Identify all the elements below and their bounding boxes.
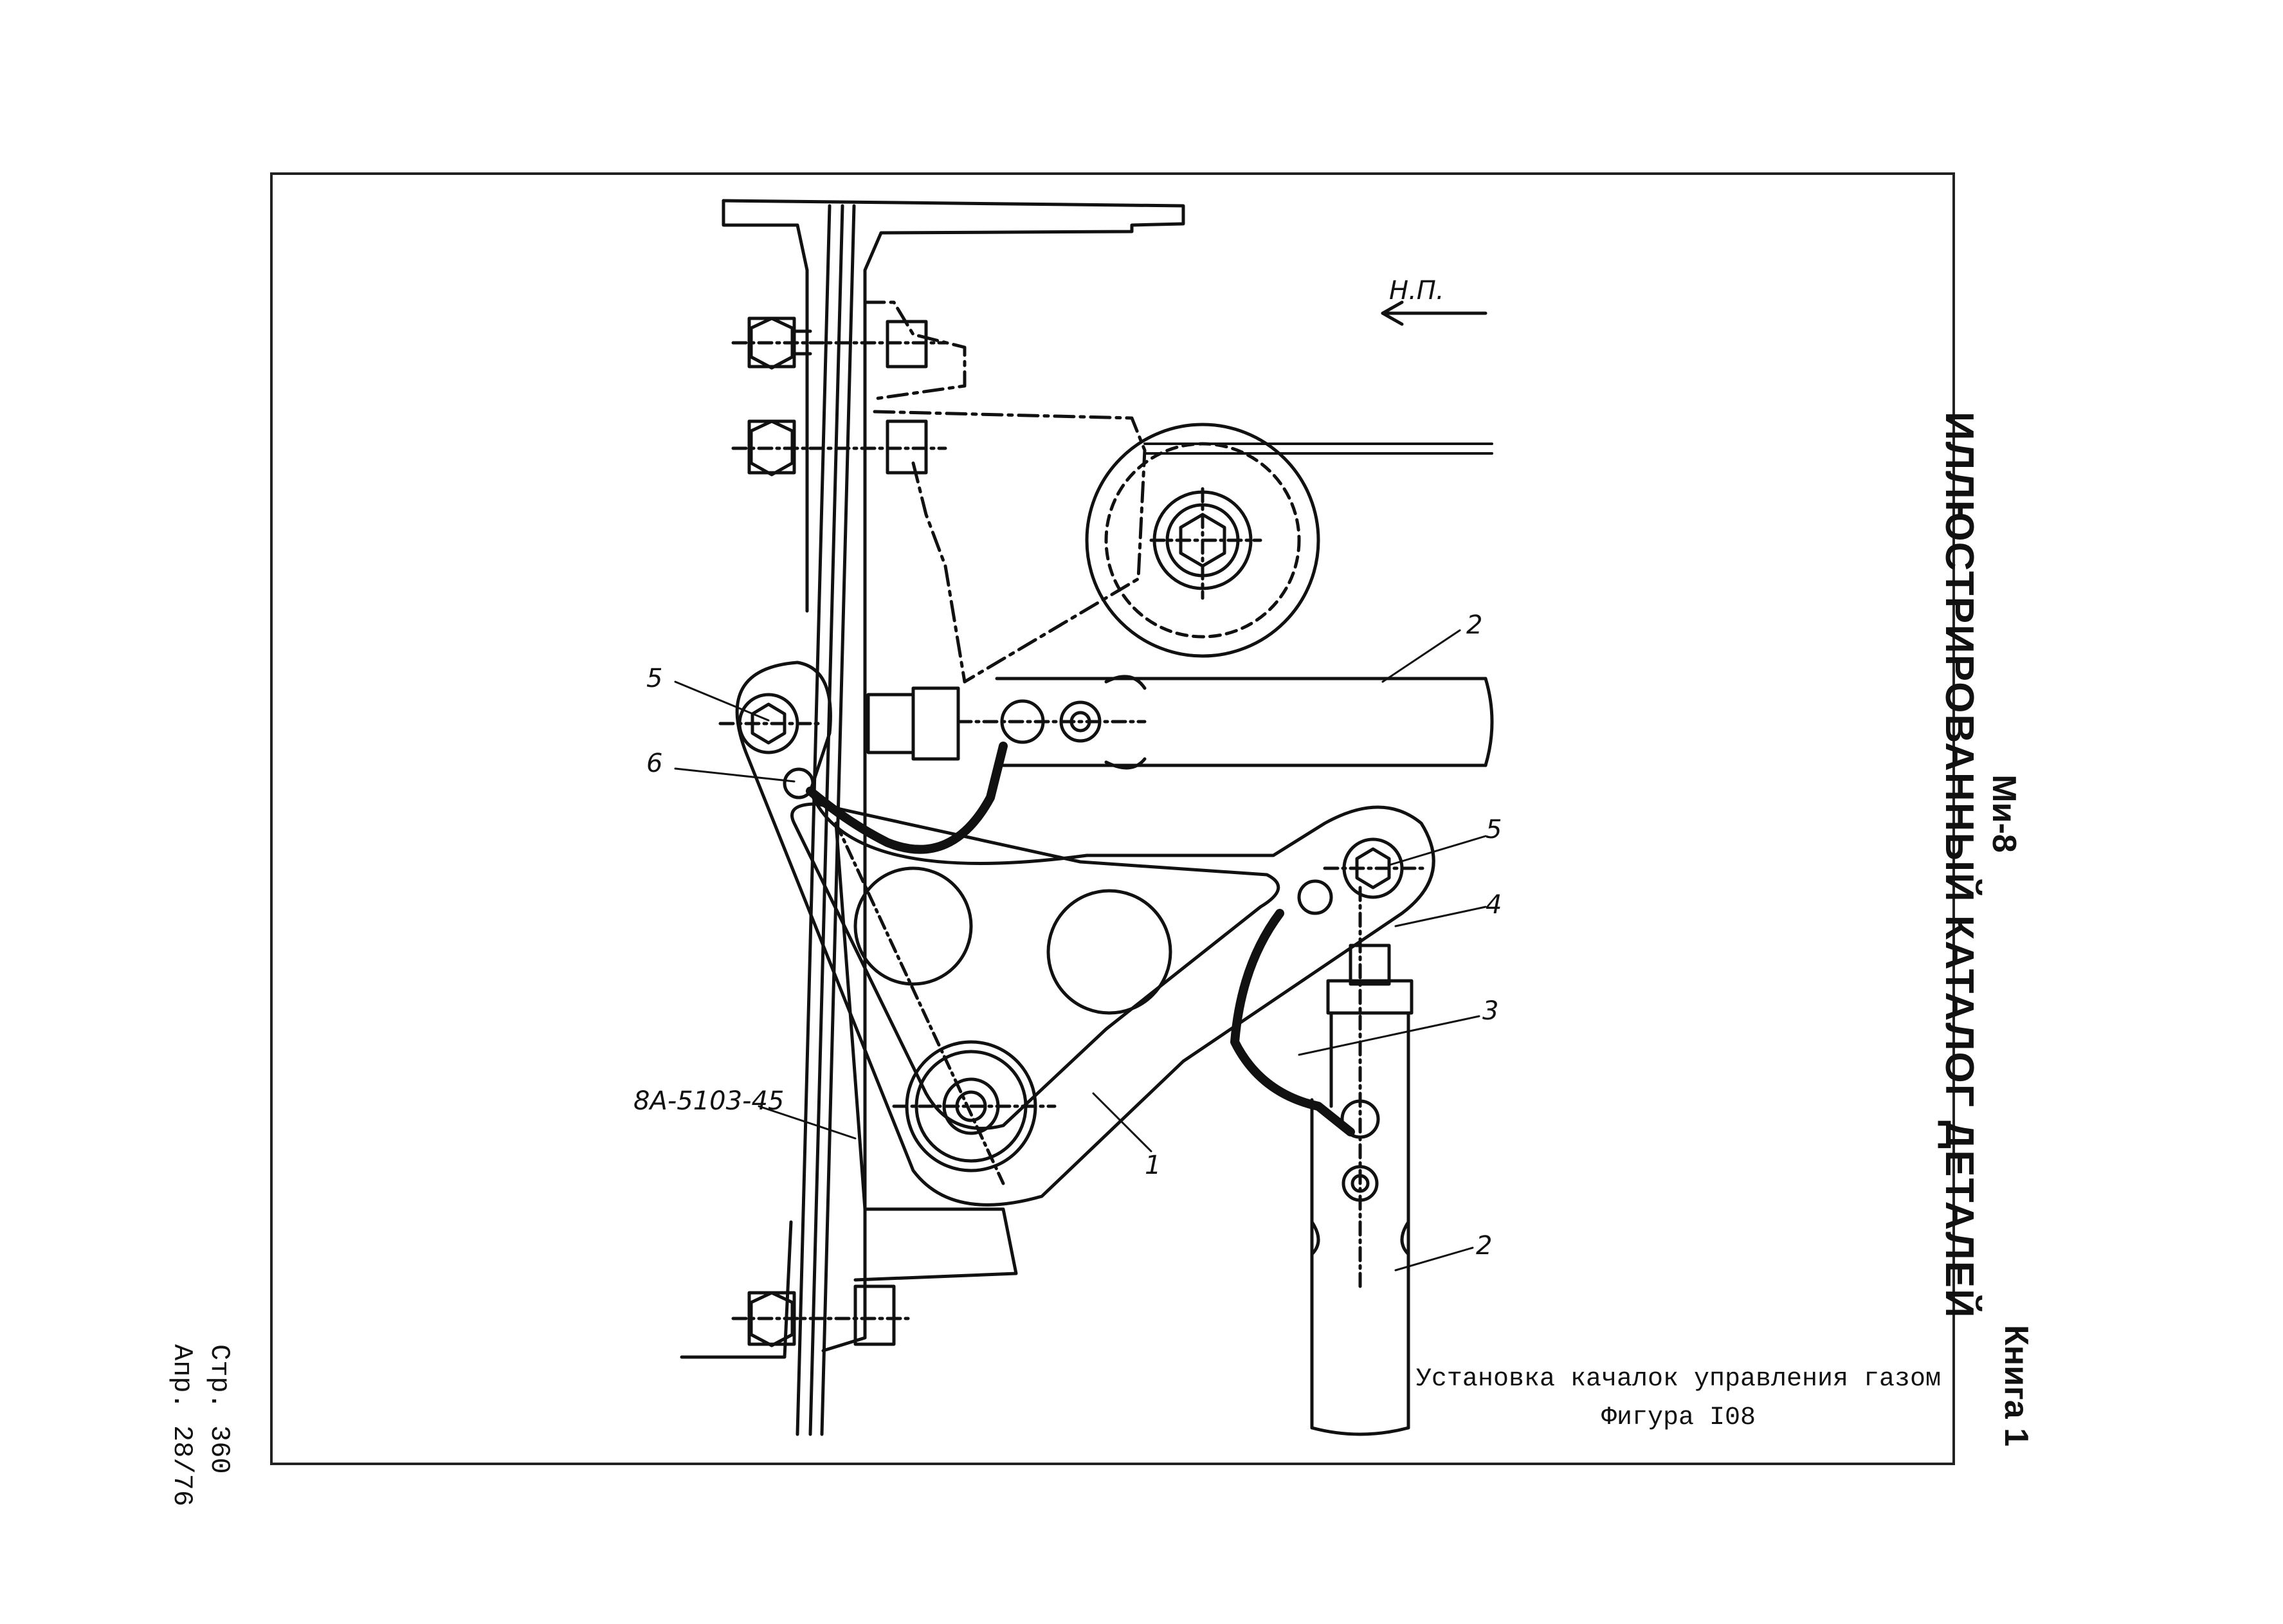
safety-wire	[783, 742, 1355, 1136]
caption-title: Установка качалок управления газом	[1415, 1365, 1942, 1394]
page-number: Стр. 360	[204, 1344, 235, 1474]
bolt-5-lower	[1297, 837, 1430, 915]
callout-leaders	[674, 629, 1487, 1272]
horizontal-rod	[866, 675, 1494, 770]
part-callout-5: 5	[1486, 815, 1502, 844]
drawing-frame	[270, 172, 1955, 1465]
part-callout-6: 6	[646, 749, 662, 778]
bellcrank-lever	[735, 661, 1435, 1207]
reference-callout: 8А-5103-45	[633, 1086, 784, 1116]
part-callout-2: 2	[1476, 1231, 1492, 1261]
bolt-5-upper	[718, 693, 825, 754]
vertical-rod	[1310, 886, 1414, 1436]
forward-direction-arrow: Н.П.	[1381, 276, 1487, 326]
direction-label: Н.П.	[1389, 276, 1444, 306]
figure-caption: Установка качалок управления газом Фигур…	[1412, 1360, 1945, 1437]
part-callout-3: 3	[1482, 996, 1498, 1026]
page-info: Стр. 360 Апр. 28/76	[163, 1344, 238, 1506]
side-title: Ми-8 ИЛЛЮСТРИРОВАННЫЙ КАТАЛОГ ДЕТАЛЕЙ	[1936, 412, 2026, 1319]
frame-bolts	[731, 316, 947, 1347]
vertical-frame-beam	[680, 199, 1185, 1436]
book-number: Книга 1	[1997, 1325, 2035, 1447]
part-callout-1: 1	[1145, 1151, 1161, 1180]
catalog-title: ИЛЛЮСТРИРОВАННЫЙ КАТАЛОГ ДЕТАЛЕЙ	[1937, 412, 1981, 1319]
part-callout-2: 2	[1466, 610, 1482, 640]
part-callout-4: 4	[1486, 890, 1502, 920]
pulley	[1085, 423, 1320, 658]
revision-date: Апр. 28/76	[167, 1344, 197, 1507]
model-name: Ми-8	[1985, 774, 2023, 853]
top-bracket	[863, 300, 1147, 684]
part-callout-5: 5	[646, 664, 662, 693]
figure-number: Фигура I08	[1601, 1403, 1756, 1432]
